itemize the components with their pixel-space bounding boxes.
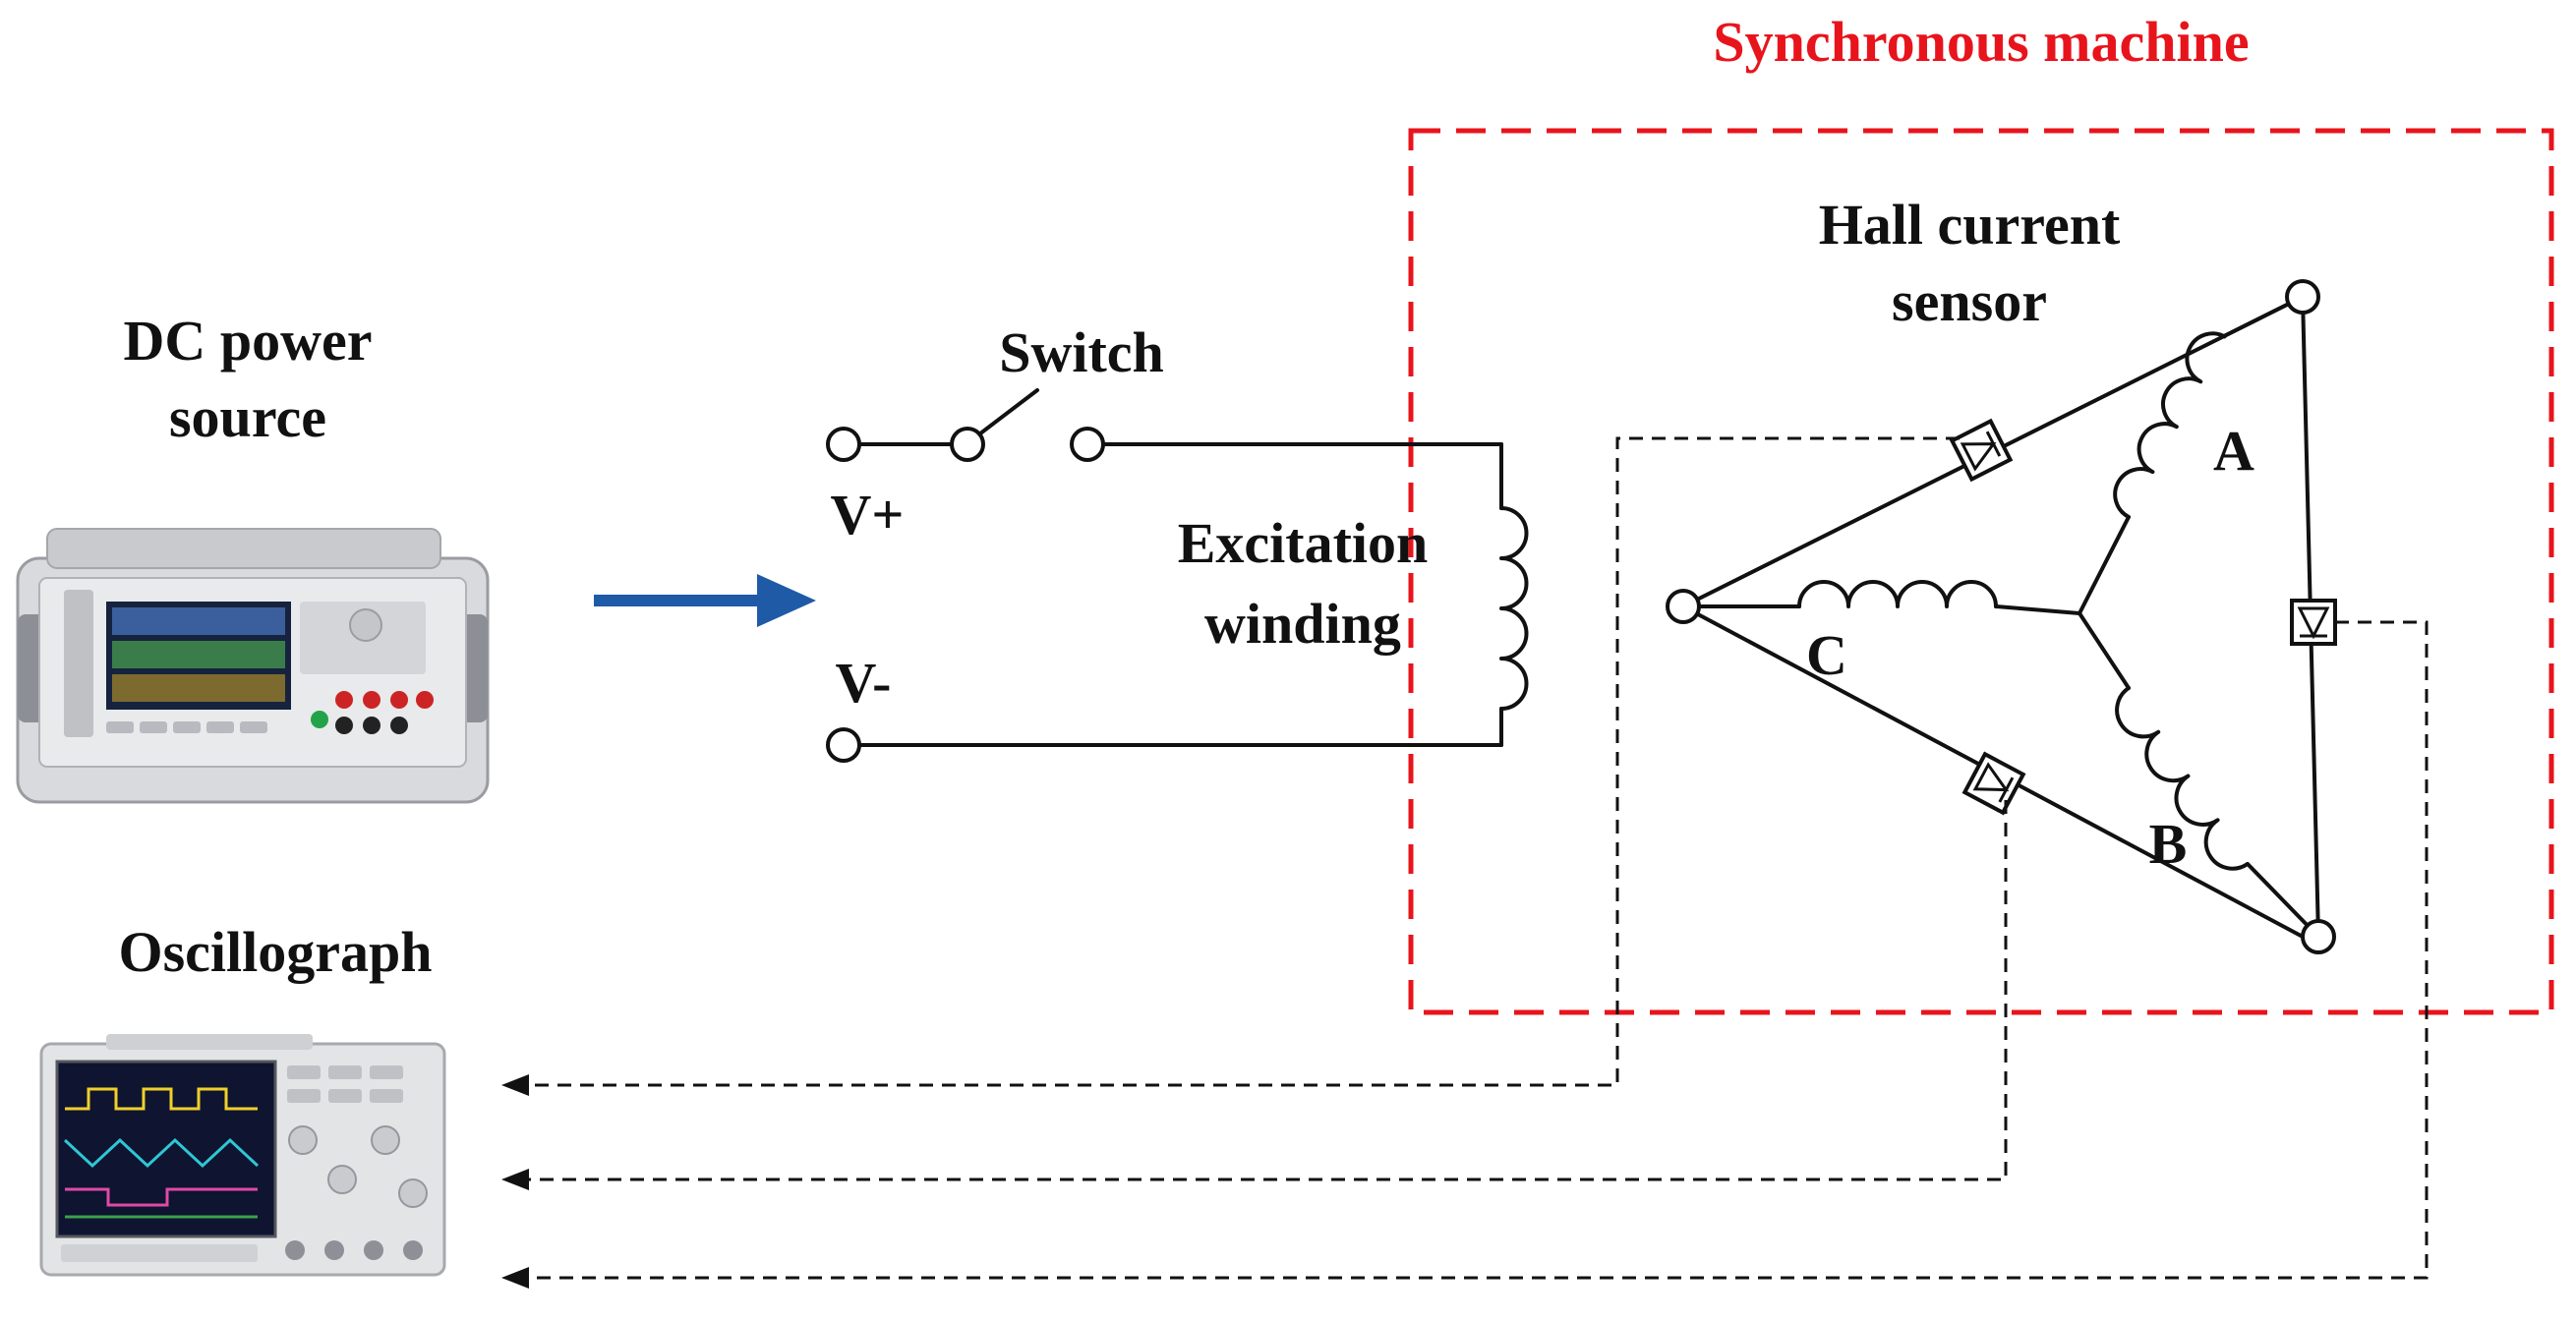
machine-windings <box>1666 279 2336 954</box>
switch-pivot <box>950 427 985 462</box>
hall-sensor-label-line1: Hall current <box>1819 193 2121 257</box>
switch-contact <box>1070 427 1105 462</box>
oscillograph-label: Oscillograph <box>118 920 432 984</box>
vminus-label: V- <box>836 651 892 715</box>
dc-source-label-line2: source <box>169 385 326 449</box>
excitation-label-line2: winding <box>1204 592 1401 656</box>
supply-arrow <box>594 574 816 627</box>
hall-sensor-top <box>1949 418 2014 483</box>
excitation-label-line1: Excitation <box>1178 511 1429 575</box>
excitation-circuit <box>826 388 1529 763</box>
vplus-label: V+ <box>831 483 905 546</box>
hall-sensor-label-line2: sensor <box>1892 269 2047 333</box>
node-left <box>1666 589 1701 624</box>
hall-sensor-bottom <box>1961 751 2026 816</box>
oscilloscope-icon <box>39 1034 446 1277</box>
terminal-vminus <box>826 727 861 763</box>
dc-power-supply-icon <box>16 528 490 804</box>
hall-sensor-right <box>2290 599 2337 646</box>
phase-c-label: C <box>1806 623 1847 687</box>
node-bottom-right <box>2301 919 2336 954</box>
node-top-right <box>2285 279 2320 315</box>
terminal-vplus <box>826 427 861 462</box>
phase-a-label: A <box>2213 419 2254 483</box>
signal-lines <box>501 436 2429 1289</box>
dc-source-label-line1: DC power <box>124 309 373 373</box>
phase-b-label: B <box>2149 812 2188 876</box>
machine-boundary <box>1408 128 2554 1015</box>
switch-label: Switch <box>999 320 1164 384</box>
machine-title: Synchronous machine <box>1713 10 2249 74</box>
